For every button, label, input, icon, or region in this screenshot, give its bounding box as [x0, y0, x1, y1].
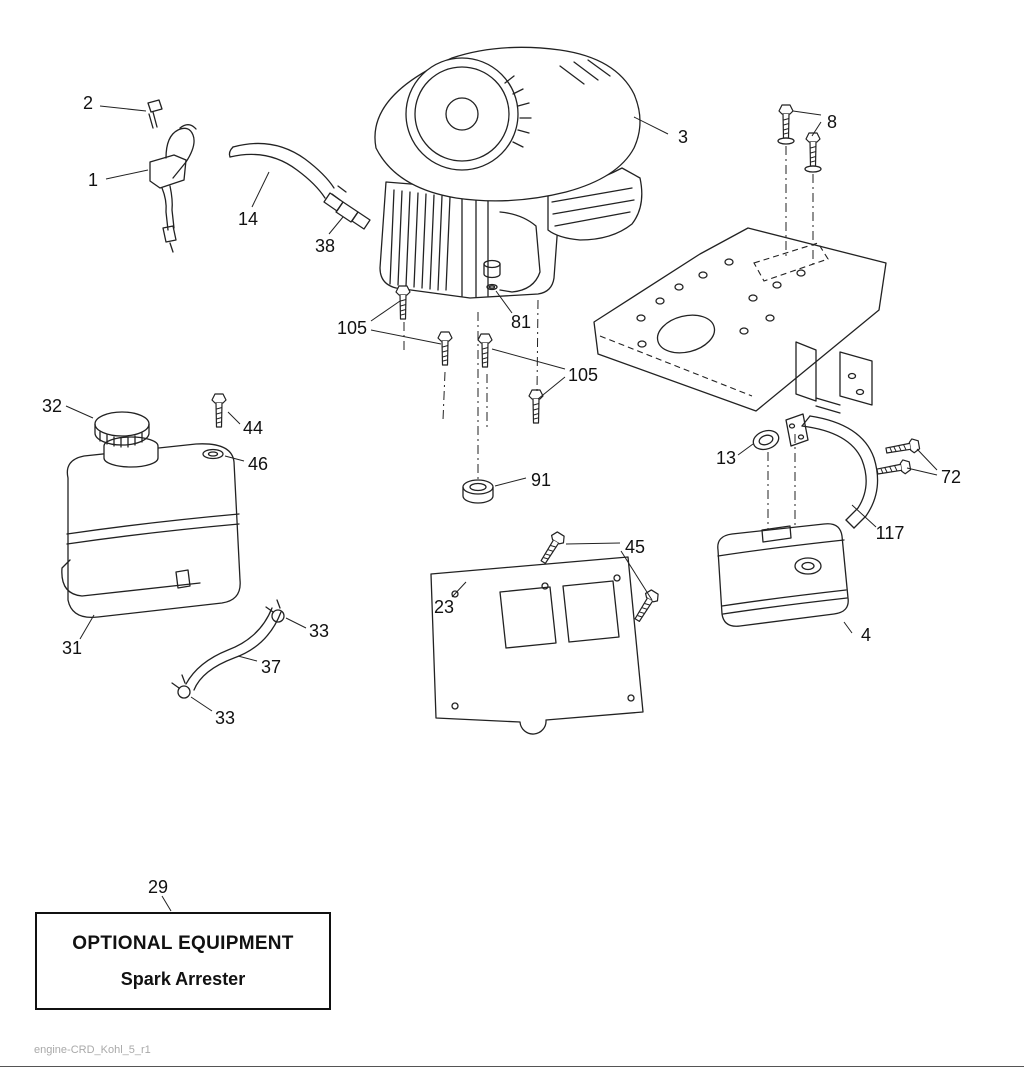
callout-throttle-screw: 2: [82, 93, 94, 113]
muffler-4: [717, 523, 849, 627]
grommet-91: [462, 479, 494, 504]
fuel-line-37: [185, 607, 282, 691]
callout-muffler: 4: [860, 625, 872, 645]
callout-muffler-bolts: 72: [940, 467, 962, 487]
engine-mount-bolts-8: [777, 104, 822, 173]
callout-exhaust-pipe: 117: [875, 523, 905, 543]
callout-mount-bolts: 8: [826, 112, 838, 132]
callout-exhaust-gasket: 13: [715, 448, 737, 468]
callout-bolts-right: 105: [567, 365, 599, 385]
exhaust-gasket-13: [752, 413, 809, 451]
alignment-lines: [403, 146, 814, 530]
spacer-81: [483, 259, 501, 291]
callout-fuel-fitting: 38: [314, 236, 336, 256]
tank-screw-44: [211, 393, 227, 428]
engine-bolts-105-right: [477, 333, 544, 424]
tank-washer-46: [202, 448, 224, 460]
bottom-rule: [0, 1066, 1024, 1067]
hose-clamp-33-lower: [171, 674, 191, 699]
optional-equipment-subtitle: Spark Arrester: [120, 968, 246, 989]
fuel-tank-31: [61, 436, 241, 619]
callout-spacer: 81: [510, 312, 532, 332]
callout-fuel-line-lower: 37: [260, 657, 282, 677]
drawing-reference-code: engine-CRD_Kohl_5_r1: [34, 1044, 151, 1056]
callout-fuel-cap: 32: [41, 396, 63, 416]
exhaust-pipe-117: [801, 415, 879, 529]
callout-tank-washer: 46: [247, 454, 269, 474]
callout-clamp-upper: 33: [308, 621, 330, 641]
engine: [374, 46, 643, 299]
callout-tank-screw: 44: [242, 418, 264, 438]
callout-optional-equipment: 29: [147, 877, 169, 897]
leader-lines: [65, 105, 938, 912]
callout-clamp-lower: 33: [214, 708, 236, 728]
callout-shield-screws: 45: [624, 537, 646, 557]
callout-heat-shield: 23: [433, 597, 455, 617]
callout-engine: 3: [677, 127, 689, 147]
optional-equipment-box: OPTIONAL EQUIPMENT Spark Arrester: [35, 912, 331, 1010]
callout-fuel-tank: 31: [61, 638, 83, 658]
heat-shield-23: [430, 556, 644, 735]
callout-throttle-control: 1: [87, 170, 99, 190]
chassis-plate: [593, 227, 887, 414]
callout-fuel-line-upper: 14: [237, 209, 259, 229]
optional-equipment-title: OPTIONAL EQUIPMENT: [72, 932, 294, 954]
fuel-fitting-38: [323, 185, 371, 230]
callout-bolts-left: 105: [336, 318, 368, 338]
muffler-bolts-72: [875, 437, 921, 480]
throttle-control: [147, 99, 197, 253]
fuel-cap-32: [94, 411, 150, 448]
fuel-line-14: [228, 142, 335, 199]
callout-grommet: 91: [530, 470, 552, 490]
hose-clamp-33-upper: [265, 599, 285, 623]
